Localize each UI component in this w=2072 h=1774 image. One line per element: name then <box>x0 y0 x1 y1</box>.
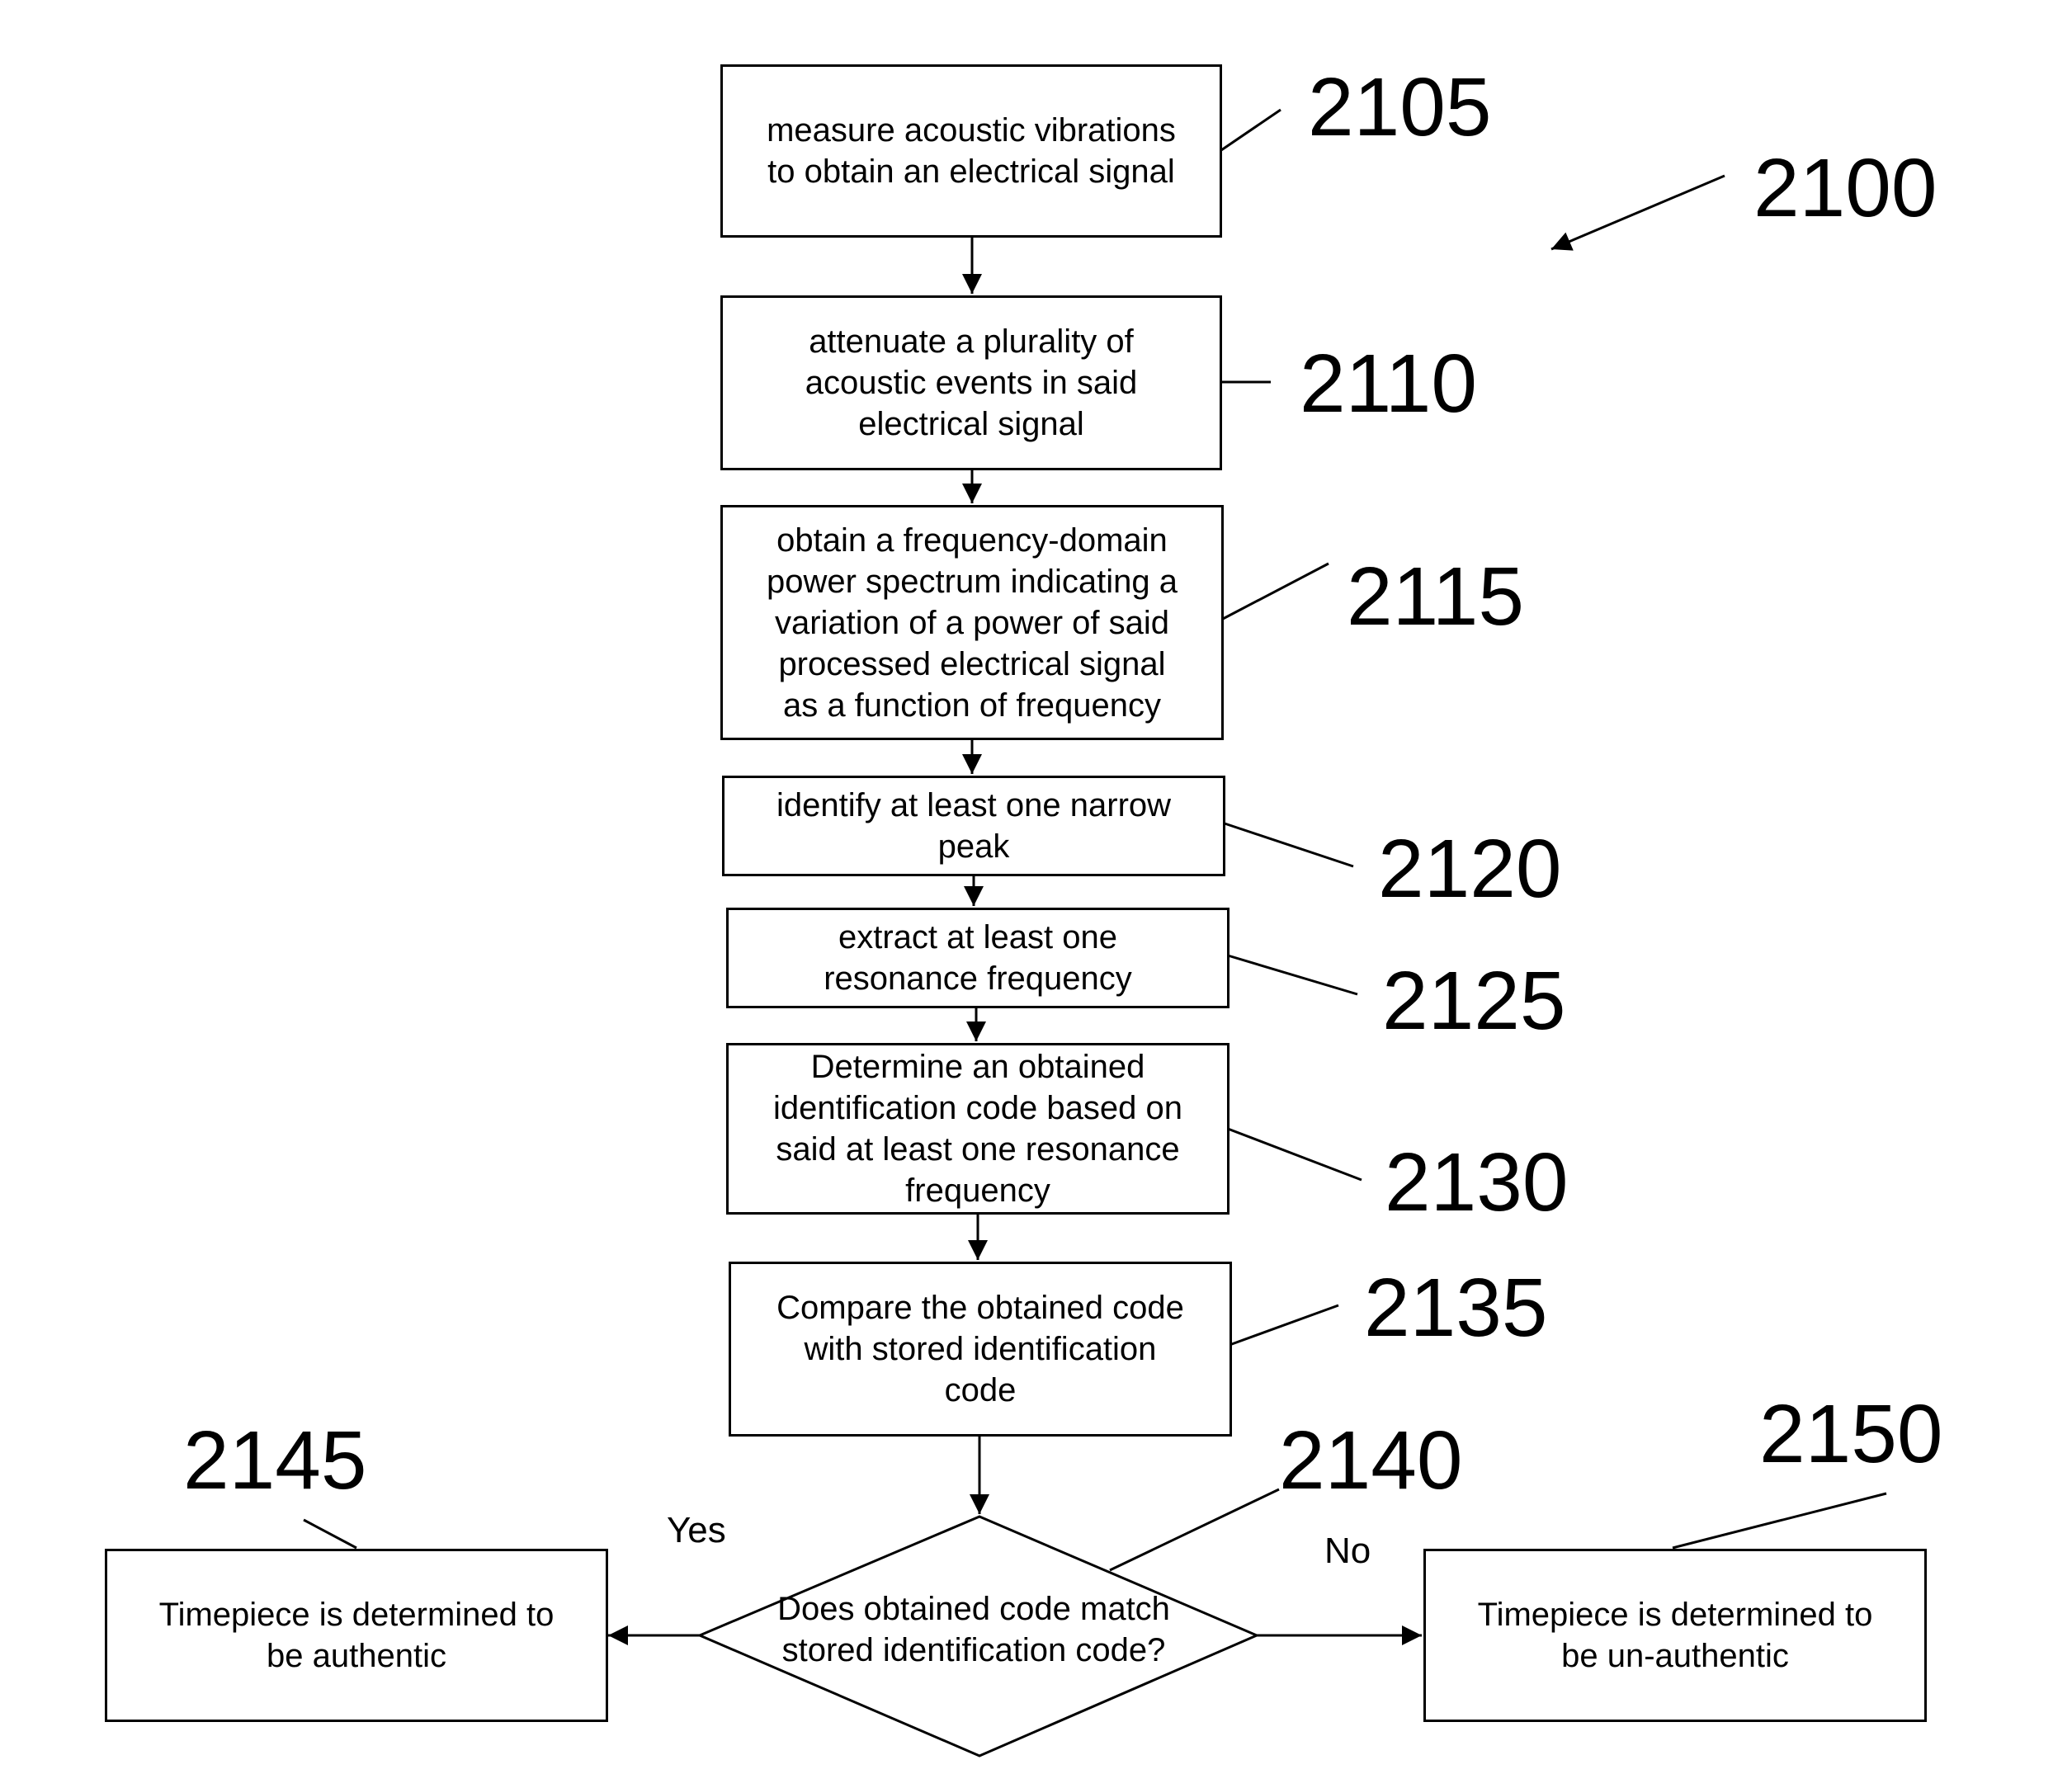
step-2125-line: resonance frequency <box>824 958 1132 999</box>
step-2115-line: processed electrical signal <box>767 644 1178 685</box>
leader-2140 <box>1110 1489 1279 1570</box>
decision-line: stored identification code? <box>710 1630 1238 1671</box>
step-2110-line: attenuate a plurality of <box>805 321 1137 362</box>
decision-text: Does obtained code match stored identifi… <box>710 1588 1238 1671</box>
ref-2145: 2145 <box>183 1419 366 1502</box>
step-2125-box: extract at least oneresonance frequency <box>726 908 1230 1008</box>
step-2120-line: peak <box>776 826 1171 867</box>
step-2135-line: code <box>776 1370 1184 1411</box>
step-2120-line: identify at least one narrow <box>776 785 1171 826</box>
step-2105-box: measure acoustic vibrationsto obtain an … <box>720 64 1222 238</box>
step-2130-line: Determine an obtained <box>773 1046 1182 1088</box>
decision-line: Does obtained code match <box>710 1588 1238 1630</box>
leader-2105 <box>1221 110 1281 150</box>
no-label: No <box>1324 1531 1371 1572</box>
leader-2145 <box>304 1520 356 1548</box>
leader-2120 <box>1225 823 1353 866</box>
step-2115-line: variation of a power of said <box>767 602 1178 644</box>
outcome-authentic-box: Timepiece is determined tobe authentic <box>105 1549 608 1722</box>
leader-2135 <box>1230 1305 1338 1345</box>
ref-2140: 2140 <box>1279 1419 1462 1502</box>
yes-label: Yes <box>667 1510 726 1551</box>
ref-2130: 2130 <box>1385 1141 1568 1224</box>
step-2135-line: with stored identification <box>776 1328 1184 1370</box>
step-2130-line: frequency <box>773 1170 1182 1211</box>
step-2125-line: extract at least one <box>824 917 1132 958</box>
step-2115-line: obtain a frequency-domain <box>767 520 1178 561</box>
step-2135-line: Compare the obtained code <box>776 1287 1184 1328</box>
ref-2100: 2100 <box>1753 147 1937 229</box>
ref-2115: 2115 <box>1347 555 1524 638</box>
ref-2135: 2135 <box>1364 1267 1547 1349</box>
step-2130-box: Determine an obtainedidentification code… <box>726 1043 1230 1215</box>
leader-2125 <box>1228 955 1357 994</box>
step-2130-line: said at least one resonance <box>773 1129 1182 1170</box>
outcome-authentic-line: Timepiece is determined to <box>159 1594 555 1635</box>
leader-2100 <box>1551 176 1725 249</box>
step-2120-box: identify at least one narrowpeak <box>722 776 1225 876</box>
ref-2150: 2150 <box>1759 1393 1942 1475</box>
step-2105-line: to obtain an electrical signal <box>767 151 1176 192</box>
step-2130-line: identification code based on <box>773 1088 1182 1129</box>
outcome-unauthentic-line: be un-authentic <box>1478 1635 1873 1677</box>
step-2105-line: measure acoustic vibrations <box>767 110 1176 151</box>
ref-2105: 2105 <box>1308 66 1491 149</box>
step-2110-line: electrical signal <box>805 403 1137 445</box>
step-2115-line: as a function of frequency <box>767 685 1178 726</box>
leader-2115 <box>1223 564 1329 619</box>
step-2115-line: power spectrum indicating a <box>767 561 1178 602</box>
step-2135-box: Compare the obtained codewith stored ide… <box>729 1262 1232 1437</box>
ref-2125: 2125 <box>1382 960 1565 1042</box>
step-2110-box: attenuate a plurality ofacoustic events … <box>720 295 1222 470</box>
step-2110-line: acoustic events in said <box>805 362 1137 403</box>
step-2115-box: obtain a frequency-domainpower spectrum … <box>720 505 1224 740</box>
outcome-authentic-line: be authentic <box>159 1635 555 1677</box>
leader-2150 <box>1673 1493 1886 1548</box>
outcome-unauthentic-line: Timepiece is determined to <box>1478 1594 1873 1635</box>
outcome-unauthentic-box: Timepiece is determined tobe un-authenti… <box>1423 1549 1927 1722</box>
ref-2120: 2120 <box>1378 828 1561 910</box>
leader-2130 <box>1228 1129 1362 1180</box>
ref-2110: 2110 <box>1300 342 1477 425</box>
